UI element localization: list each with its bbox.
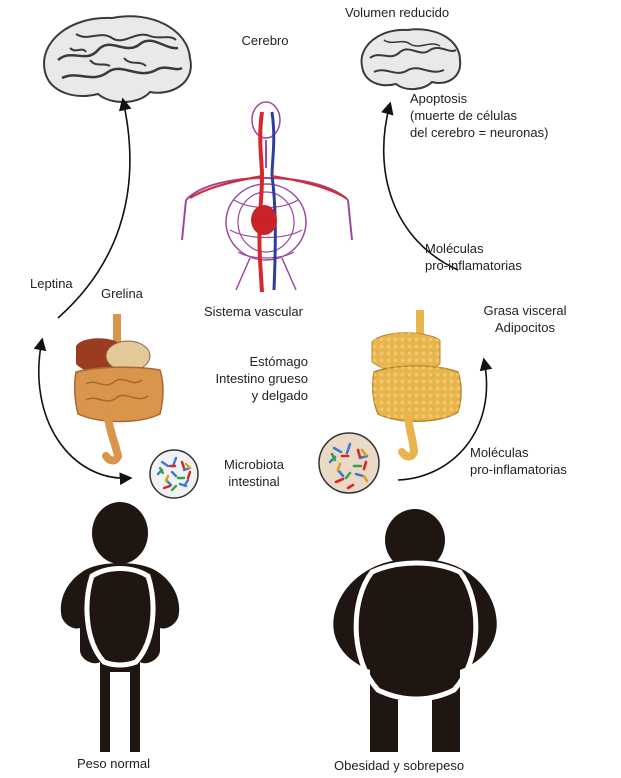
brain-reduced-icon: [360, 28, 462, 90]
arrow-to-brain-reduced: [381, 101, 459, 271]
label-apoptosis: Apoptosis (muerte de células del cerebro…: [410, 91, 549, 140]
label-volumen-reducido: Volumen reducido: [345, 5, 450, 20]
label-moleculas-top: Moléculas pro-inflamatorias: [425, 241, 522, 273]
person-icon: [60, 502, 180, 752]
digestive-system-icon: [371, 310, 462, 461]
label-obesidad: Obesidad y sobrepeso: [334, 758, 465, 773]
label-grasa-visceral: Grasa visceral Adipocitos: [483, 303, 567, 335]
digestive-system-icon: [73, 314, 164, 465]
microbiota-icon: [149, 449, 199, 499]
label-cerebro: Cerebro: [241, 33, 289, 48]
label-leptina: Leptina: [30, 276, 73, 291]
person-icon: [333, 509, 497, 752]
label-peso-normal: Peso normal: [77, 756, 150, 771]
arrow-gut-loop: [33, 337, 133, 486]
brain-normal-icon: [43, 15, 192, 103]
label-grelina: Grelina: [101, 286, 143, 301]
arrow-to-brain-normal: [57, 97, 132, 319]
label-sistema-vascular: Sistema vascular: [204, 304, 303, 319]
arrow-to-visceral-fat: [397, 357, 493, 481]
label-estomago: Estómago Intestino grueso y delgado: [215, 354, 308, 403]
arrows: [33, 97, 493, 486]
label-moleculas-bottom: Moléculas pro-inflamatorias: [470, 445, 567, 477]
label-microbiota: Microbiota intestinal: [224, 457, 284, 489]
microbiota-icon: [318, 432, 380, 494]
vascular-system-icon: [181, 101, 353, 293]
